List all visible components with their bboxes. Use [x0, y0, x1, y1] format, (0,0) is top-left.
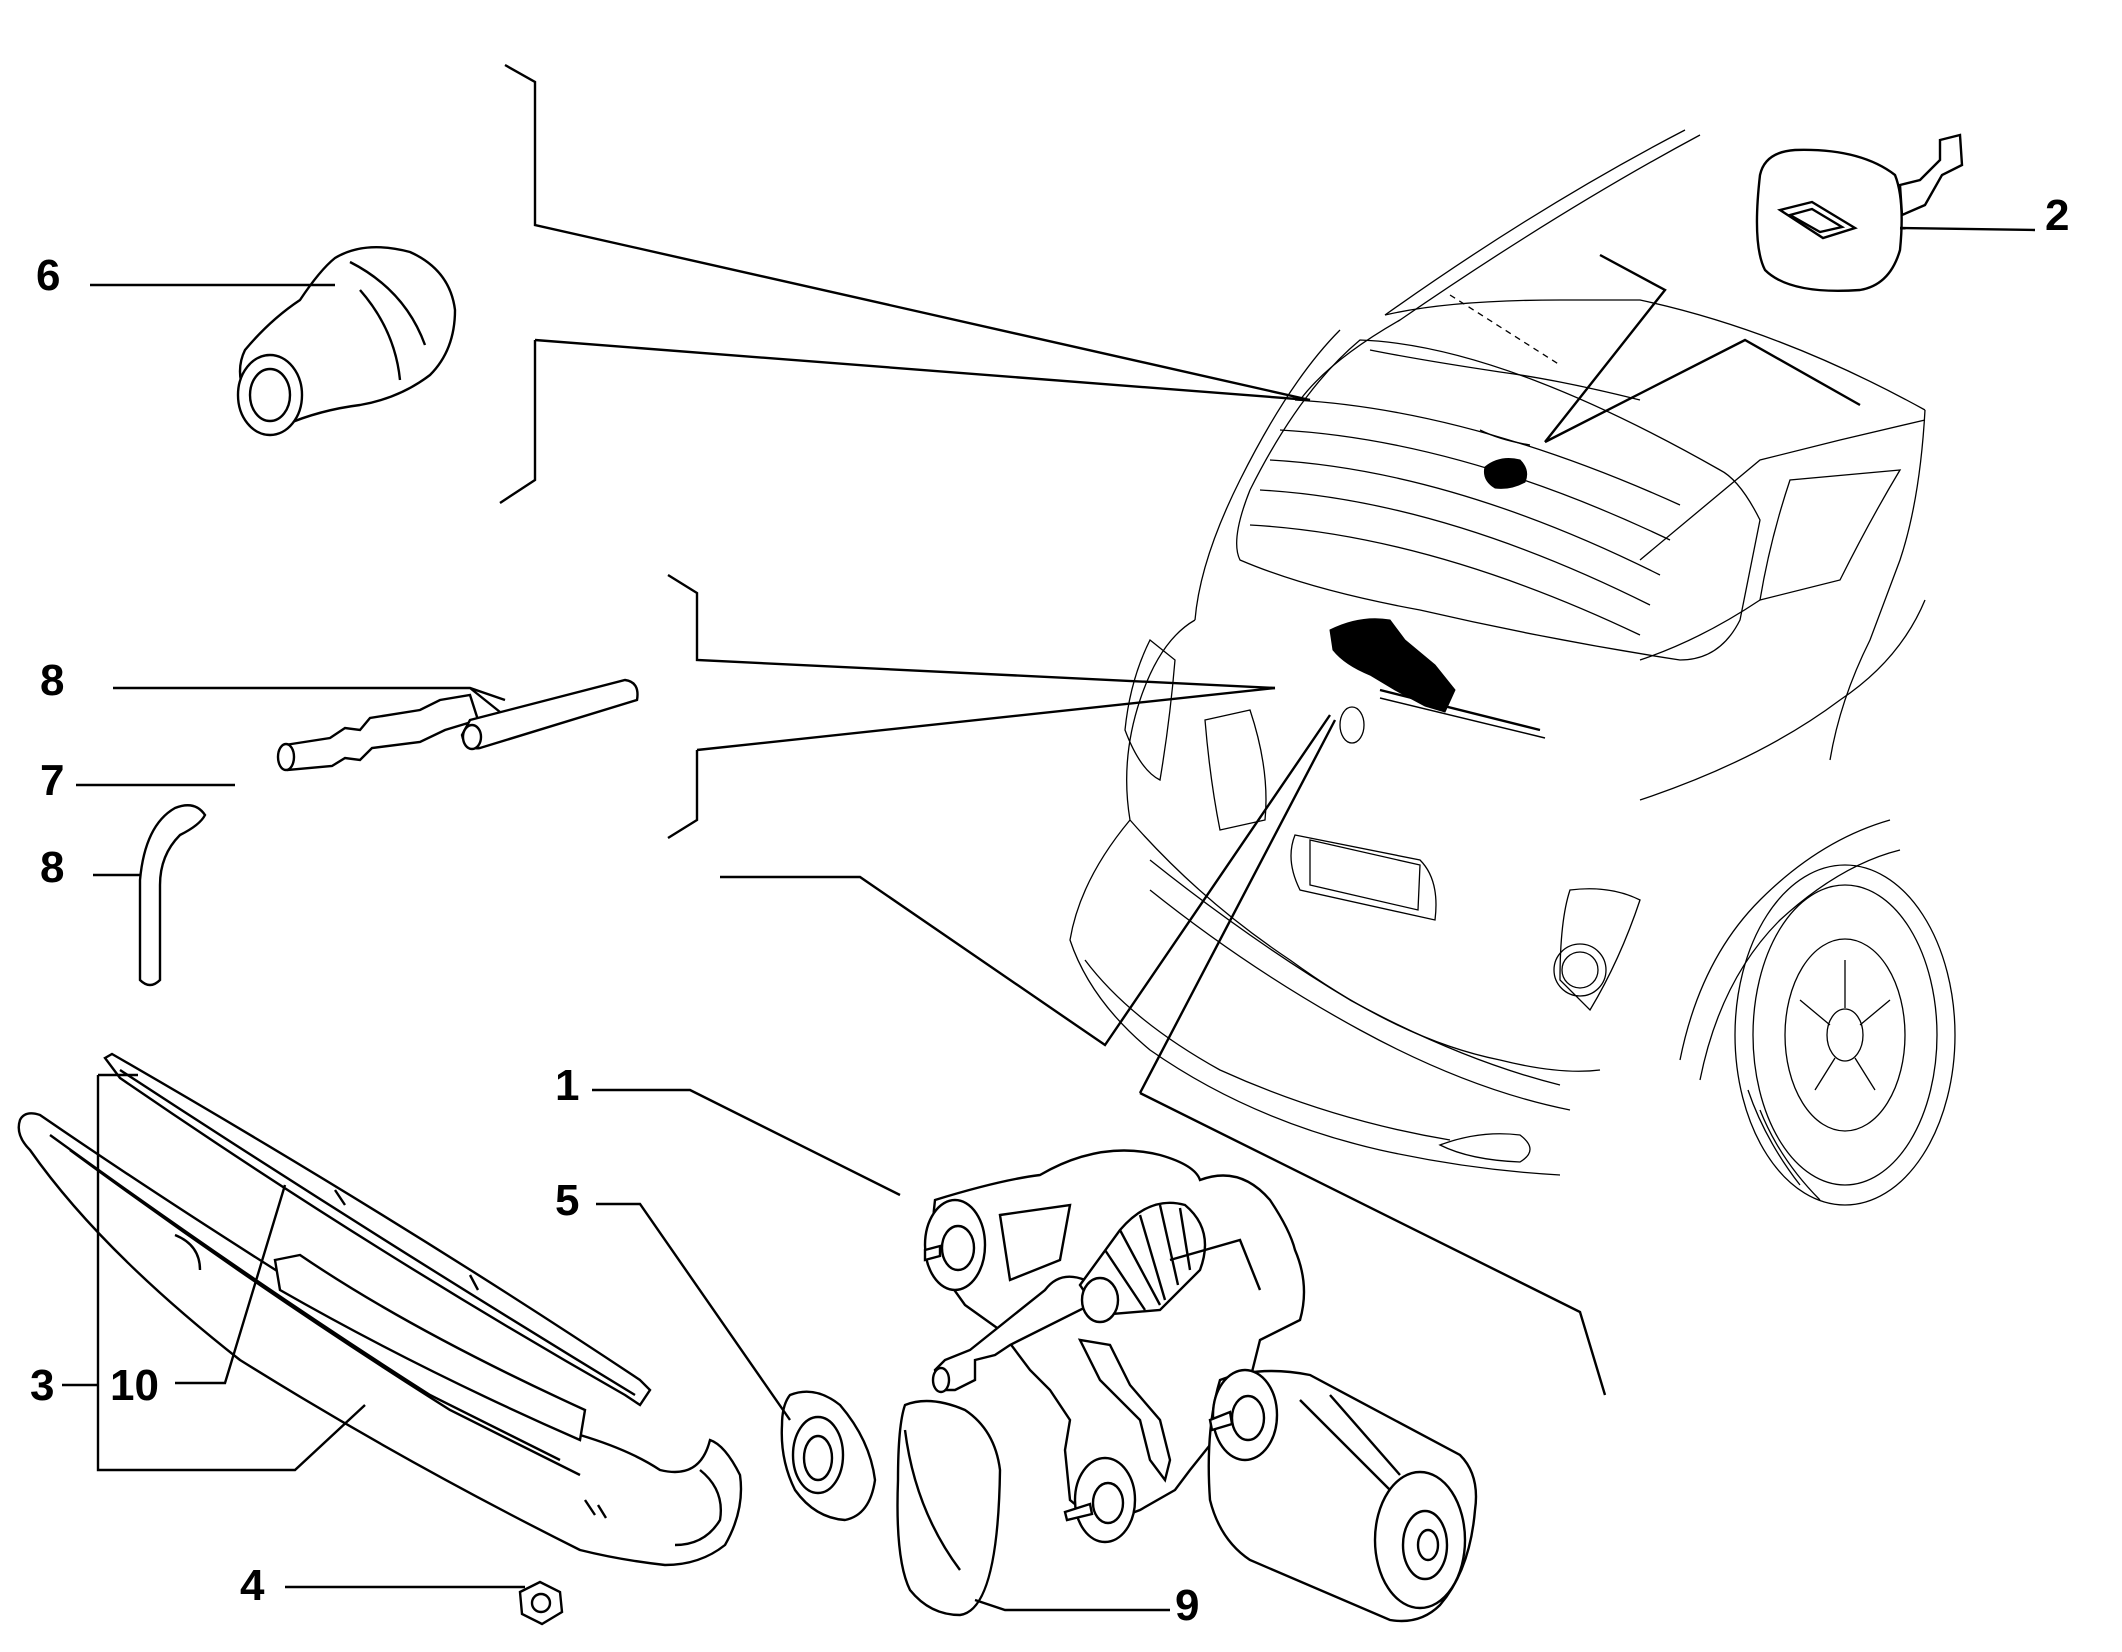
part-9-cap [896, 1399, 1002, 1617]
part-10-wiper-blade [103, 1052, 652, 1407]
callout-2: 2 [2045, 191, 2069, 240]
callout-9: 9 [1175, 1581, 1199, 1630]
callout-10: 10 [110, 1361, 159, 1410]
part-5-seal [780, 1390, 877, 1522]
part-3-wiper-arm [17, 1112, 743, 1567]
callout-4: 4 [240, 1561, 265, 1610]
callout-6: 6 [36, 251, 60, 300]
highlight-wiper-motor [1329, 618, 1456, 713]
callout-8-upper: 8 [40, 656, 64, 705]
callout-labels: 6 2 8 7 8 1 5 3 10 4 9 [30, 191, 2069, 1630]
callout-3: 3 [30, 1361, 54, 1410]
callout-1: 1 [555, 1061, 579, 1110]
callout-7: 7 [40, 756, 64, 805]
callout-5: 5 [555, 1176, 579, 1225]
part-8-curved-hose [138, 804, 207, 987]
part-2-washer-nozzle [1755, 133, 1964, 293]
part-8-hose-connector [276, 678, 639, 772]
detail-bracket-lines [499, 63, 1861, 1396]
part-6-grommet [236, 246, 457, 437]
part-1-wiper-motor [923, 1149, 1478, 1623]
callout-leaders [62, 226, 2036, 1612]
part-4-nut [518, 1580, 564, 1626]
callout-8-lower: 8 [40, 843, 64, 892]
car-rear-view [1069, 129, 1956, 1206]
highlight-washer-nozzle [1484, 458, 1528, 489]
